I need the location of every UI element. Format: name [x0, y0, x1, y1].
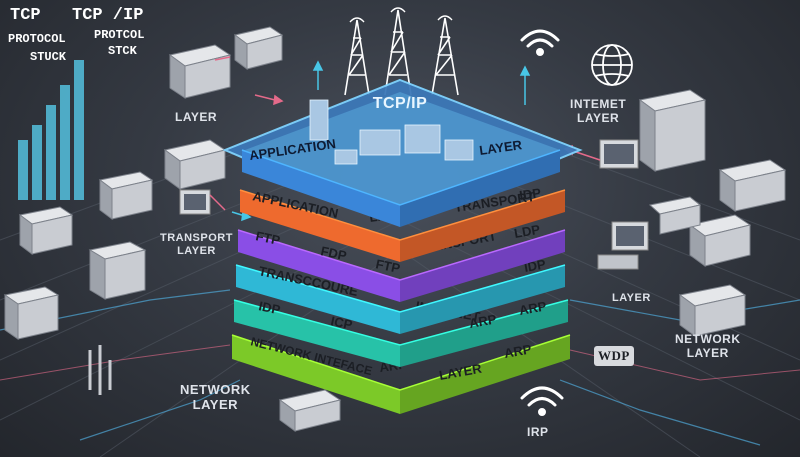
- monitor-icon: [179, 139, 649, 270]
- bar-chart-icon: [18, 60, 84, 200]
- layer-text: FTP: [254, 228, 281, 248]
- layer-slab-right-face: [400, 335, 570, 414]
- layer-slab-edge: [233, 299, 569, 346]
- layer-slab-right-face: [400, 150, 560, 227]
- globe-icon: [591, 44, 633, 86]
- layer-slab-right-face: [400, 230, 565, 302]
- side-label-network-right: NETWORK LAYER: [675, 332, 741, 360]
- corner-stck: STCK: [108, 44, 137, 58]
- layer-slab-left-face: [234, 300, 400, 367]
- layer-text: ARP: [503, 341, 533, 361]
- side-label-transport-layer: TRANSPORT LAYER: [160, 232, 233, 258]
- layer-text: ARP: [518, 298, 548, 318]
- layer-slab-right-face: [400, 190, 565, 262]
- wifi-icon: [520, 29, 560, 56]
- layer-text: FTP: [374, 256, 401, 276]
- server-icon: [638, 89, 787, 337]
- side-label-internet-layer: INTEMET LAYER: [570, 97, 626, 125]
- layer-slab-left-face: [232, 335, 400, 414]
- layer-slab-edge: [237, 229, 566, 281]
- side-label-network-right-line1: NETWORK: [675, 332, 741, 346]
- layer-text: LAYER: [478, 137, 523, 158]
- layer-slab-edge: [241, 149, 561, 206]
- layer-slab-left-face: [242, 150, 400, 227]
- corner-protocol: PROTOCOL: [8, 32, 66, 46]
- side-label-transport-line1: TRANSPORT: [160, 232, 233, 244]
- layer-slab-left-face: [238, 230, 400, 302]
- layer-slab-edge: [239, 189, 566, 241]
- layer-text: LAYER: [438, 361, 483, 383]
- side-label-irp: IRP: [527, 425, 549, 439]
- layer-text: FDP: [319, 243, 348, 263]
- side-label-network-left-line1: NETWORK: [180, 382, 251, 397]
- server-icon: [3, 26, 342, 432]
- layer-slab-left-face: [240, 190, 400, 262]
- side-label-internet-line2: LAYER: [577, 111, 620, 125]
- side-label-network-left: NETWORK LAYER: [180, 382, 251, 412]
- corner-stuck: STUCK: [30, 50, 67, 64]
- layer-slab-right-face: [400, 265, 565, 334]
- wdp-badge: WDP: [594, 346, 634, 366]
- layer-slab-edge: [235, 264, 566, 313]
- layer-text: LDP: [513, 222, 542, 241]
- corner-protcol: PROTCOL: [94, 28, 145, 42]
- corner-title-tcp: TCP: [10, 6, 41, 25]
- layer-slab-left-face: [236, 265, 400, 334]
- layer-slab-edge: [231, 334, 571, 391]
- side-label-network-left-line2: LAYER: [192, 397, 239, 412]
- layer-text: IDP: [257, 298, 282, 317]
- side-label-transport-line2: LAYER: [177, 245, 216, 257]
- radio-tower-icon: [344, 9, 459, 96]
- layer-text: IDP: [518, 185, 542, 203]
- side-label-network-right-line2: LAYER: [686, 346, 729, 360]
- layer-slab-right-face: [400, 300, 568, 367]
- side-label-internet-line1: INTEMET: [570, 97, 627, 111]
- side-label-layer-top-left: LAYER: [175, 110, 218, 124]
- corner-title-tcpip: TCP /IP: [72, 6, 144, 25]
- layer-text: ARP: [468, 311, 498, 331]
- stack-top-label: TCP/IP: [372, 95, 428, 112]
- side-label-layer-right: LAYER: [612, 292, 651, 304]
- wifi-icon: [520, 386, 564, 416]
